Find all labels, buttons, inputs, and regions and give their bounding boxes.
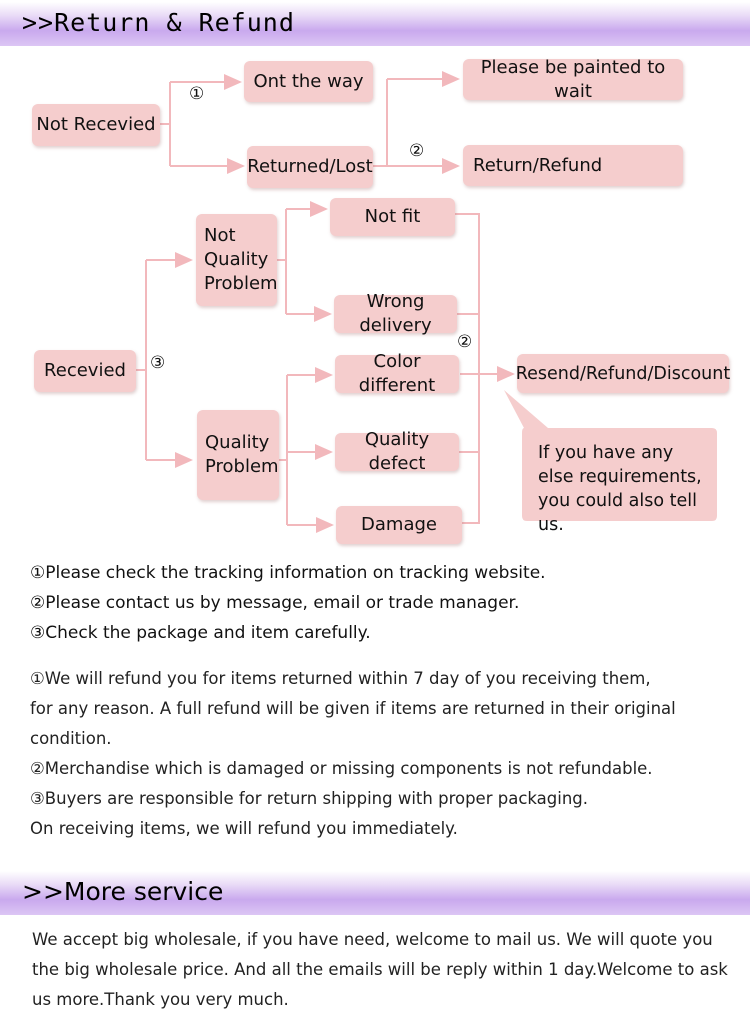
connector-right-bracket — [455, 213, 480, 524]
section-title: >>Return & Refund — [22, 8, 295, 37]
service-line: us more.Thank you very much. — [32, 990, 289, 1009]
quality-problem-box: Quality Problem — [197, 410, 279, 500]
damage-box: Damage — [336, 506, 462, 544]
policy-line: condition. — [30, 729, 112, 748]
resend-refund-discount-box: Resend/Refund/Discount — [516, 354, 730, 393]
callout-shape — [504, 390, 717, 521]
marker-3: ③ — [150, 353, 166, 373]
connector-not-received — [160, 82, 171, 166]
quality-defect-box: Quality defect — [335, 429, 459, 474]
received-box: Recevied — [34, 350, 136, 392]
connector-quality — [279, 375, 288, 525]
return-refund-banner: >>Return & Refund — [0, 2, 750, 46]
return-refund-box: Return/Refund — [463, 145, 683, 186]
not-fit-box: Not fit — [330, 198, 455, 236]
policy-line: On receiving items, we will refund you i… — [30, 819, 458, 838]
service-line: the big wholesale price. And all the ema… — [32, 960, 728, 979]
not-received-box: Not Recevied — [32, 104, 160, 146]
step-line: ③Check the package and item carefully. — [30, 623, 371, 643]
marker-2-top: ② — [409, 141, 425, 161]
not-quality-problem-box: Not Quality Problem — [196, 214, 278, 306]
policy-line: ②Merchandise which is damaged or missing… — [30, 759, 653, 778]
step-line: ①Please check the tracking information o… — [30, 563, 546, 583]
connector-received — [136, 260, 147, 460]
marker-1: ① — [189, 84, 205, 104]
please-wait-box: Please be painted to wait — [463, 57, 683, 102]
on-the-way-box: Ont the way — [244, 61, 373, 102]
color-different-box: Color different — [335, 351, 459, 396]
section-title: >>More service — [22, 877, 224, 906]
marker-2-bottom: ② — [457, 332, 473, 352]
flow-connectors — [136, 71, 717, 533]
policy-line: ①We will refund you for items returned w… — [30, 669, 651, 688]
policy-line: ③Buyers are responsible for return shipp… — [30, 789, 589, 808]
wrong-delivery-box: Wrong delivery — [334, 291, 457, 336]
callout-text: If you have any else requirements, you c… — [538, 443, 702, 535]
step-line: ②Please contact us by message, email or … — [30, 593, 520, 613]
service-line: We accept big wholesale, if you have nee… — [32, 930, 713, 949]
returned-lost-box: Returned/Lost — [247, 146, 373, 188]
policy-line: for any reason. A full refund will be gi… — [30, 699, 676, 718]
more-service-banner: >>More service — [0, 871, 750, 915]
connector-not-quality — [277, 209, 287, 314]
connector-returned-lost — [372, 79, 388, 167]
